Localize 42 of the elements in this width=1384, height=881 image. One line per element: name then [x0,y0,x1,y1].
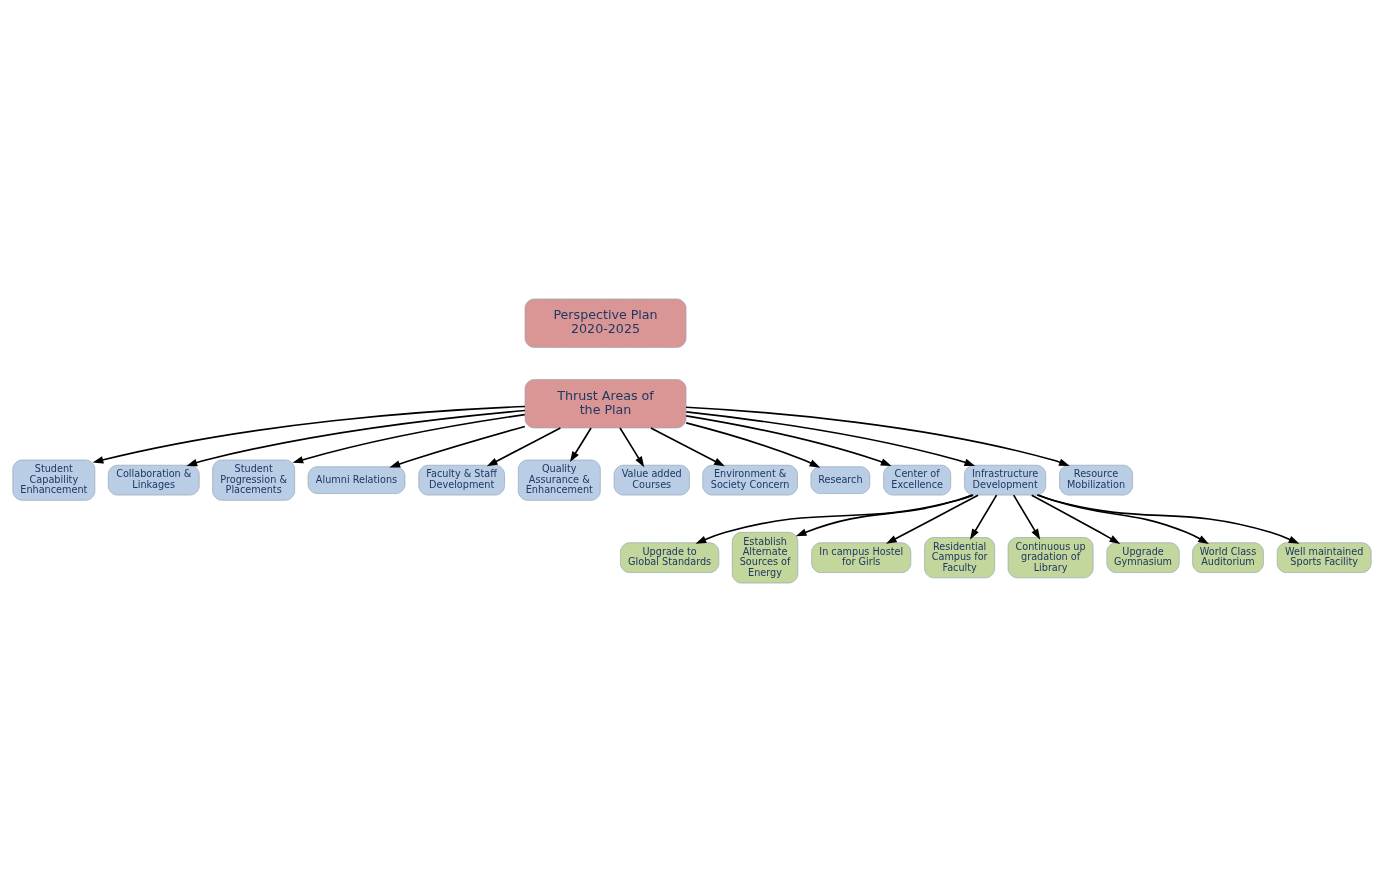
arrow [695,493,974,544]
node-box: Student Capability Enhancement [12,459,96,501]
arrow [569,426,592,462]
node-box: Establish Alternate Sources of Energy [731,531,799,583]
node-box: Upgrade to Global Standards [620,541,720,573]
arrow [685,414,892,466]
arrow [885,493,979,544]
arrow [486,426,562,466]
arrow [685,421,821,468]
arrow [292,413,526,463]
node-box: Research [810,465,871,494]
arrow [92,405,526,463]
node-box: In campus Hostel for Girls [811,541,912,573]
node-box: Infrastructure Development [964,464,1047,495]
arrow [650,426,725,466]
node-box: Quality Assurance & Enhancement [517,459,601,501]
arrow [389,425,526,468]
arrow [1012,493,1041,540]
node-box: World Class Auditorium [1192,541,1264,573]
arrow [1030,493,1121,544]
node-box: Upgrade Gymnasium [1106,541,1180,573]
node-box: Continuous up gradation of Library [1007,536,1094,578]
node-box: Perspective Plan 2020-2025 [524,298,687,348]
node-box: Collaboration & Linkages [107,464,200,495]
node-box: Environment & Society Concern [702,464,798,495]
arrow [619,426,645,467]
arrow [685,405,1070,466]
node-box: Faculty & Staff Development [418,464,505,495]
arrow [1036,493,1300,544]
node-box: Student Progression & Placements [212,459,296,501]
node-box: Thrust Areas of the Plan [524,378,687,428]
node-box: Value added Courses [613,464,690,495]
arrow [969,493,998,540]
arrow [1037,493,1209,544]
node-box: Resource Mobilization [1059,464,1133,495]
arrow [795,493,974,536]
arrow [685,410,976,466]
node-box: Alumni Relations [307,465,406,494]
node-box: Center of Excellence [883,464,952,495]
node-box: Well maintained Sports Facility [1276,541,1372,573]
node-box: Residential Campus for Faculty [924,536,996,578]
arrow [186,409,526,466]
